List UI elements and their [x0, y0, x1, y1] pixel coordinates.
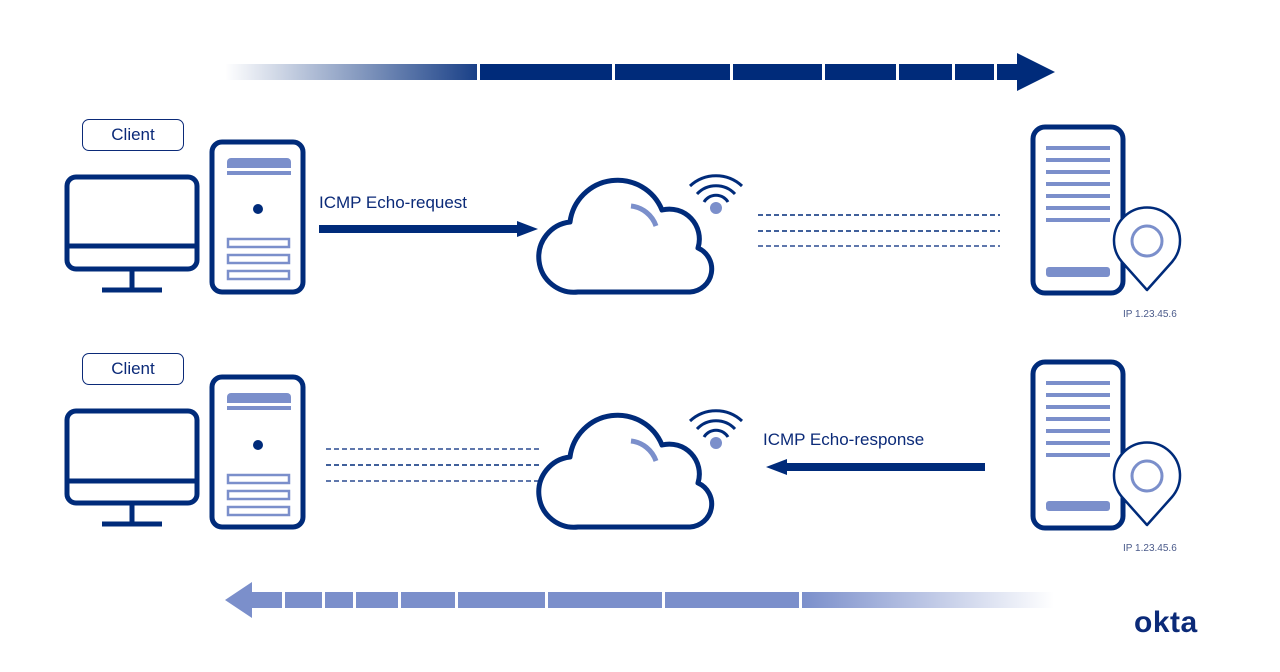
server-icon [1030, 124, 1126, 296]
location-pin-icon [1112, 441, 1182, 527]
top-arrow-segment [733, 64, 822, 80]
bottom-arrow-segment [458, 592, 545, 608]
computer-tower-icon [209, 139, 306, 295]
server-ip-label: IP 1.23.45.6 [1123, 543, 1177, 554]
bottom-arrow-segment [665, 592, 799, 608]
top-arrow-segment [825, 64, 896, 80]
pending-connection-lines [326, 448, 540, 482]
bottom-arrow-segment [401, 592, 455, 608]
server-ip-label: IP 1.23.45.6 [1123, 309, 1177, 320]
okta-logo: okta [1134, 606, 1198, 639]
client-label: Client [82, 119, 184, 151]
monitor-icon [64, 174, 200, 293]
bottom-arrow-segment [325, 592, 353, 608]
top-arrow-gradient-tail [225, 64, 477, 80]
top-direction-arrow [225, 53, 1055, 91]
client-label-text: Client [111, 125, 155, 144]
client-label: Client [82, 353, 184, 385]
cloud-icon [536, 177, 715, 295]
bottom-arrow-segment [548, 592, 662, 608]
top-arrow-segment [955, 64, 994, 80]
bottom-arrow-segment [285, 592, 322, 608]
client-label-text: Client [111, 359, 155, 378]
wifi-icon [688, 174, 744, 214]
request-protocol-label: ICMP Echo-request [319, 193, 468, 212]
bottom-arrow-segment [356, 592, 398, 608]
monitor-icon [64, 408, 200, 527]
top-arrow-head [997, 53, 1055, 91]
response-arrow [766, 459, 985, 475]
cloud-icon [536, 412, 715, 530]
bottom-direction-arrow [225, 582, 1054, 618]
bottom-arrow-head [225, 582, 282, 618]
server-icon [1030, 359, 1126, 531]
top-arrow-segment [480, 64, 612, 80]
top-arrow-segment [899, 64, 952, 80]
request-arrow [319, 221, 538, 237]
top-arrow-segment [615, 64, 730, 80]
computer-tower-icon [209, 374, 306, 530]
pending-connection-lines [758, 214, 1000, 247]
response-protocol-label: ICMP Echo-response [763, 430, 925, 449]
location-pin-icon [1112, 206, 1182, 292]
wifi-icon [688, 409, 744, 449]
bottom-arrow-gradient-tail [802, 592, 1054, 608]
